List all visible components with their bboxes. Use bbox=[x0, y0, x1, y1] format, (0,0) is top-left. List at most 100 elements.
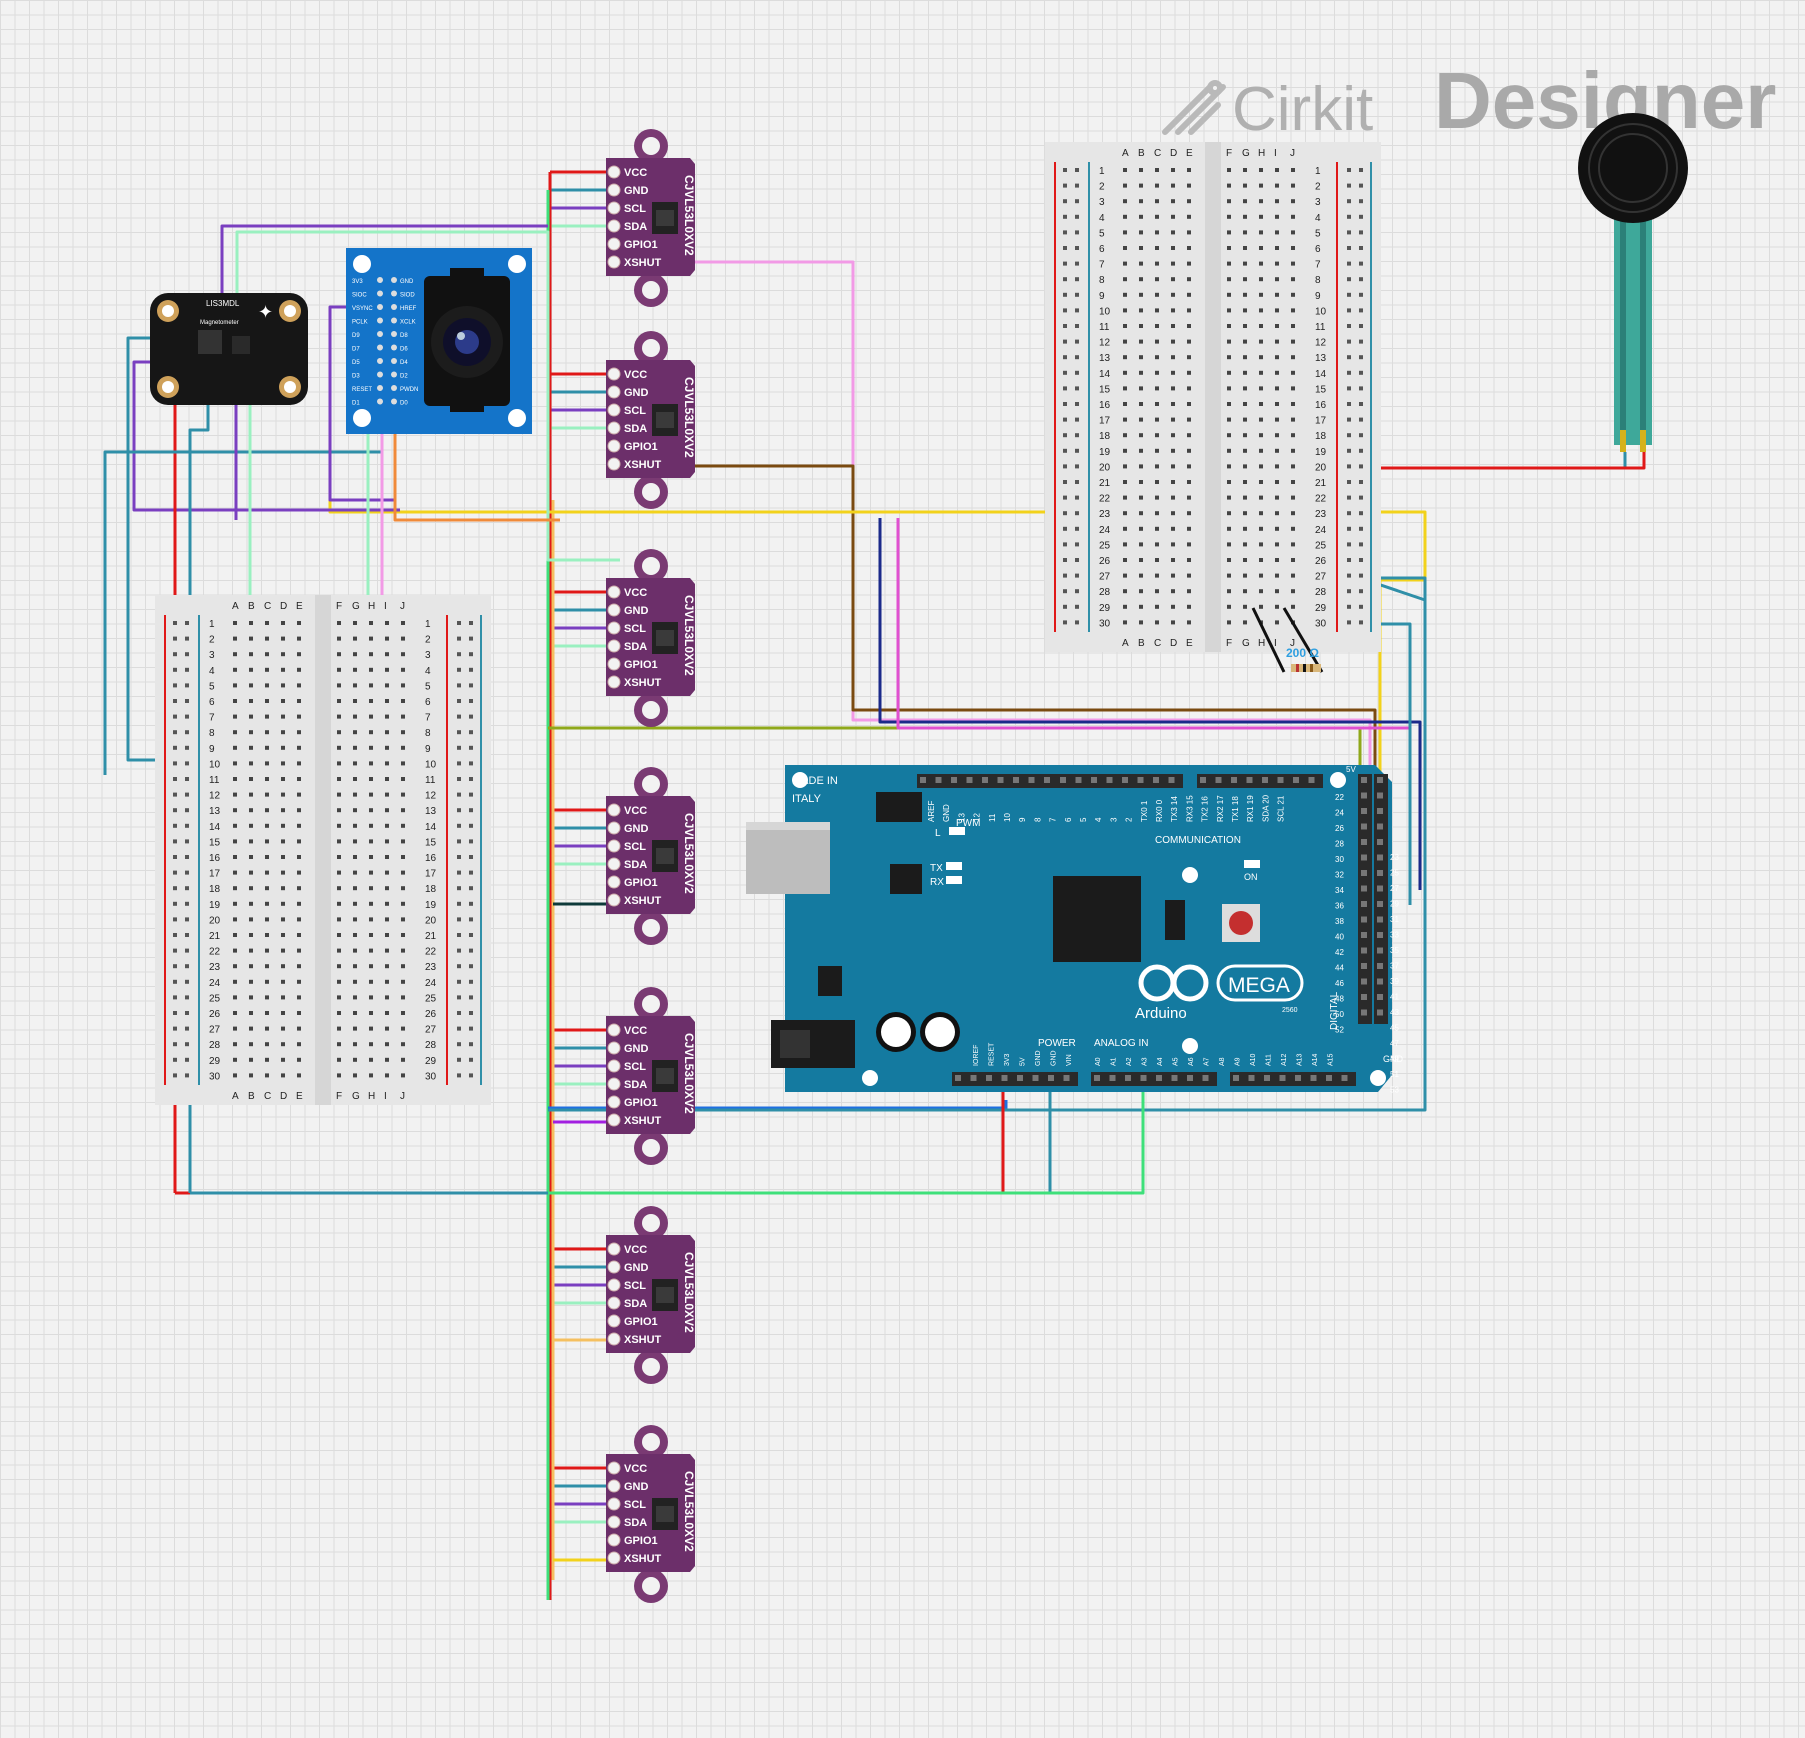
row-label: 13 bbox=[209, 806, 221, 817]
arduino-mega-board[interactable]: MADE IN ITALY PWM COMMUNICATION TX RX L … bbox=[746, 765, 1404, 1095]
col-label: J bbox=[400, 1091, 405, 1102]
camera-pin-label: D4 bbox=[400, 360, 408, 366]
row-label: 11 bbox=[425, 775, 436, 786]
row-label: 27 bbox=[1315, 572, 1327, 583]
arduino-pin-label: 11 bbox=[988, 813, 997, 822]
col-label: D bbox=[1170, 148, 1177, 159]
sensor-model-label: CJVL53L0XV2 bbox=[682, 1252, 696, 1333]
arduino-pin-label: 47 bbox=[1390, 1039, 1399, 1048]
mag-purple-wire[interactable] bbox=[220, 224, 548, 306]
force-sensor[interactable] bbox=[1578, 113, 1688, 452]
sensor-pin-label: GPIO1 bbox=[624, 441, 658, 453]
camera-pin-label: D5 bbox=[352, 360, 360, 366]
row-label: 28 bbox=[1099, 587, 1111, 598]
arduino-pin-label: 4 bbox=[1094, 817, 1103, 822]
col-label: J bbox=[1290, 638, 1295, 649]
sensor-model-label: CJVL53L0XV2 bbox=[682, 1033, 696, 1114]
xshut2-wire[interactable] bbox=[608, 464, 1377, 860]
arduino-pin-label: 5 bbox=[1079, 817, 1088, 822]
col-label: H bbox=[1258, 638, 1265, 649]
row-label: 2 bbox=[1315, 182, 1321, 193]
fsr-vcc-wire[interactable] bbox=[1346, 452, 1646, 480]
arduino-pin-label: 27 bbox=[1390, 884, 1399, 893]
mag-purple2-wire[interactable] bbox=[132, 360, 400, 512]
sensor-pin-label: SDA bbox=[624, 641, 647, 653]
arduino-pin-label: A4 bbox=[1157, 1057, 1164, 1066]
arduino-pin-label: 37 bbox=[1390, 962, 1399, 971]
row-label: 1 bbox=[1315, 166, 1321, 177]
xshut1-wire[interactable] bbox=[608, 260, 1372, 800]
arduino-pin-label: 53 bbox=[1390, 1086, 1399, 1095]
arduino-pin-label: 23 bbox=[1390, 853, 1399, 862]
arduino-pin-label: 28 bbox=[1335, 840, 1344, 849]
col-label: B bbox=[248, 1091, 255, 1102]
col-label: F bbox=[1226, 148, 1232, 159]
sensor-pin-label: XSHUT bbox=[624, 1115, 662, 1127]
row-label: 24 bbox=[209, 978, 221, 989]
row-label: 16 bbox=[1099, 400, 1111, 411]
sensor-pin-label: SCL bbox=[624, 1061, 646, 1073]
row-label: 29 bbox=[425, 1056, 437, 1067]
row-label: 7 bbox=[1315, 260, 1321, 271]
col-label: H bbox=[368, 1091, 375, 1102]
magnetometer-board[interactable]: LIS3MDL Magnetometer ✦ bbox=[150, 293, 308, 405]
row-label: 2 bbox=[209, 635, 215, 646]
row-label: 8 bbox=[1099, 275, 1105, 286]
col-label: C bbox=[1154, 148, 1161, 159]
row-label: 11 bbox=[209, 775, 220, 786]
row-label: 6 bbox=[1099, 244, 1105, 255]
row-label: 12 bbox=[425, 791, 437, 802]
arduino-pin-label: VIN bbox=[1066, 1054, 1073, 1066]
camera-pin-label: XCLK bbox=[400, 320, 416, 326]
5v-label: 5V bbox=[1346, 765, 1356, 774]
col-label: G bbox=[1242, 148, 1250, 159]
col-label: H bbox=[1258, 148, 1265, 159]
col-label: F bbox=[336, 601, 342, 612]
green-bottom-wire[interactable] bbox=[548, 1080, 1145, 1195]
arduino-pin-label: A12 bbox=[1281, 1053, 1288, 1066]
row-label: 10 bbox=[1099, 306, 1111, 317]
camera-module[interactable]: 3V3SIOCVSYNCPCLKD9D7D5D3RESETD1GNDSIODHR… bbox=[346, 248, 532, 434]
navy-wire[interactable] bbox=[878, 518, 1422, 890]
row-label: 25 bbox=[1099, 540, 1111, 551]
camera-pin-label: 3V3 bbox=[352, 279, 363, 285]
row-label: 23 bbox=[1099, 509, 1111, 520]
row-label: 12 bbox=[209, 791, 221, 802]
arduino-pin-label: 46 bbox=[1335, 979, 1344, 988]
row-label: 18 bbox=[209, 884, 221, 895]
blue-bottom-wire[interactable] bbox=[548, 1100, 1008, 1110]
row-label: 20 bbox=[1315, 462, 1327, 473]
sensor-pin-label: SDA bbox=[624, 221, 647, 233]
arduino-pin-label: GND bbox=[1035, 1050, 1042, 1066]
arduino-pin-label: 34 bbox=[1335, 886, 1344, 895]
row-label: 5 bbox=[1315, 228, 1321, 239]
camera-pin-label: D2 bbox=[400, 374, 408, 380]
sensor-pin-label: GND bbox=[624, 823, 649, 835]
sensor-pin-label: SCL bbox=[624, 405, 646, 417]
sensor-pin-label: GND bbox=[624, 1043, 649, 1055]
arduino-pin-label: 3V3 bbox=[1004, 1053, 1011, 1066]
gnd-label: GND bbox=[1383, 1054, 1404, 1064]
sensor-pin-label: VCC bbox=[624, 1463, 647, 1475]
col-label: G bbox=[352, 601, 360, 612]
row-label: 25 bbox=[1315, 540, 1327, 551]
resistor[interactable]: 200 Ω bbox=[1251, 607, 1324, 673]
row-label: 10 bbox=[209, 759, 221, 770]
col-label: C bbox=[264, 1091, 271, 1102]
row-label: 3 bbox=[1099, 197, 1105, 208]
row-label: 16 bbox=[425, 853, 437, 864]
row-label: 17 bbox=[1099, 416, 1111, 427]
camera-pin-label: GND bbox=[400, 279, 414, 285]
mag-mint-wire[interactable] bbox=[235, 230, 620, 562]
sensor-pin-label: VCC bbox=[624, 1025, 647, 1037]
